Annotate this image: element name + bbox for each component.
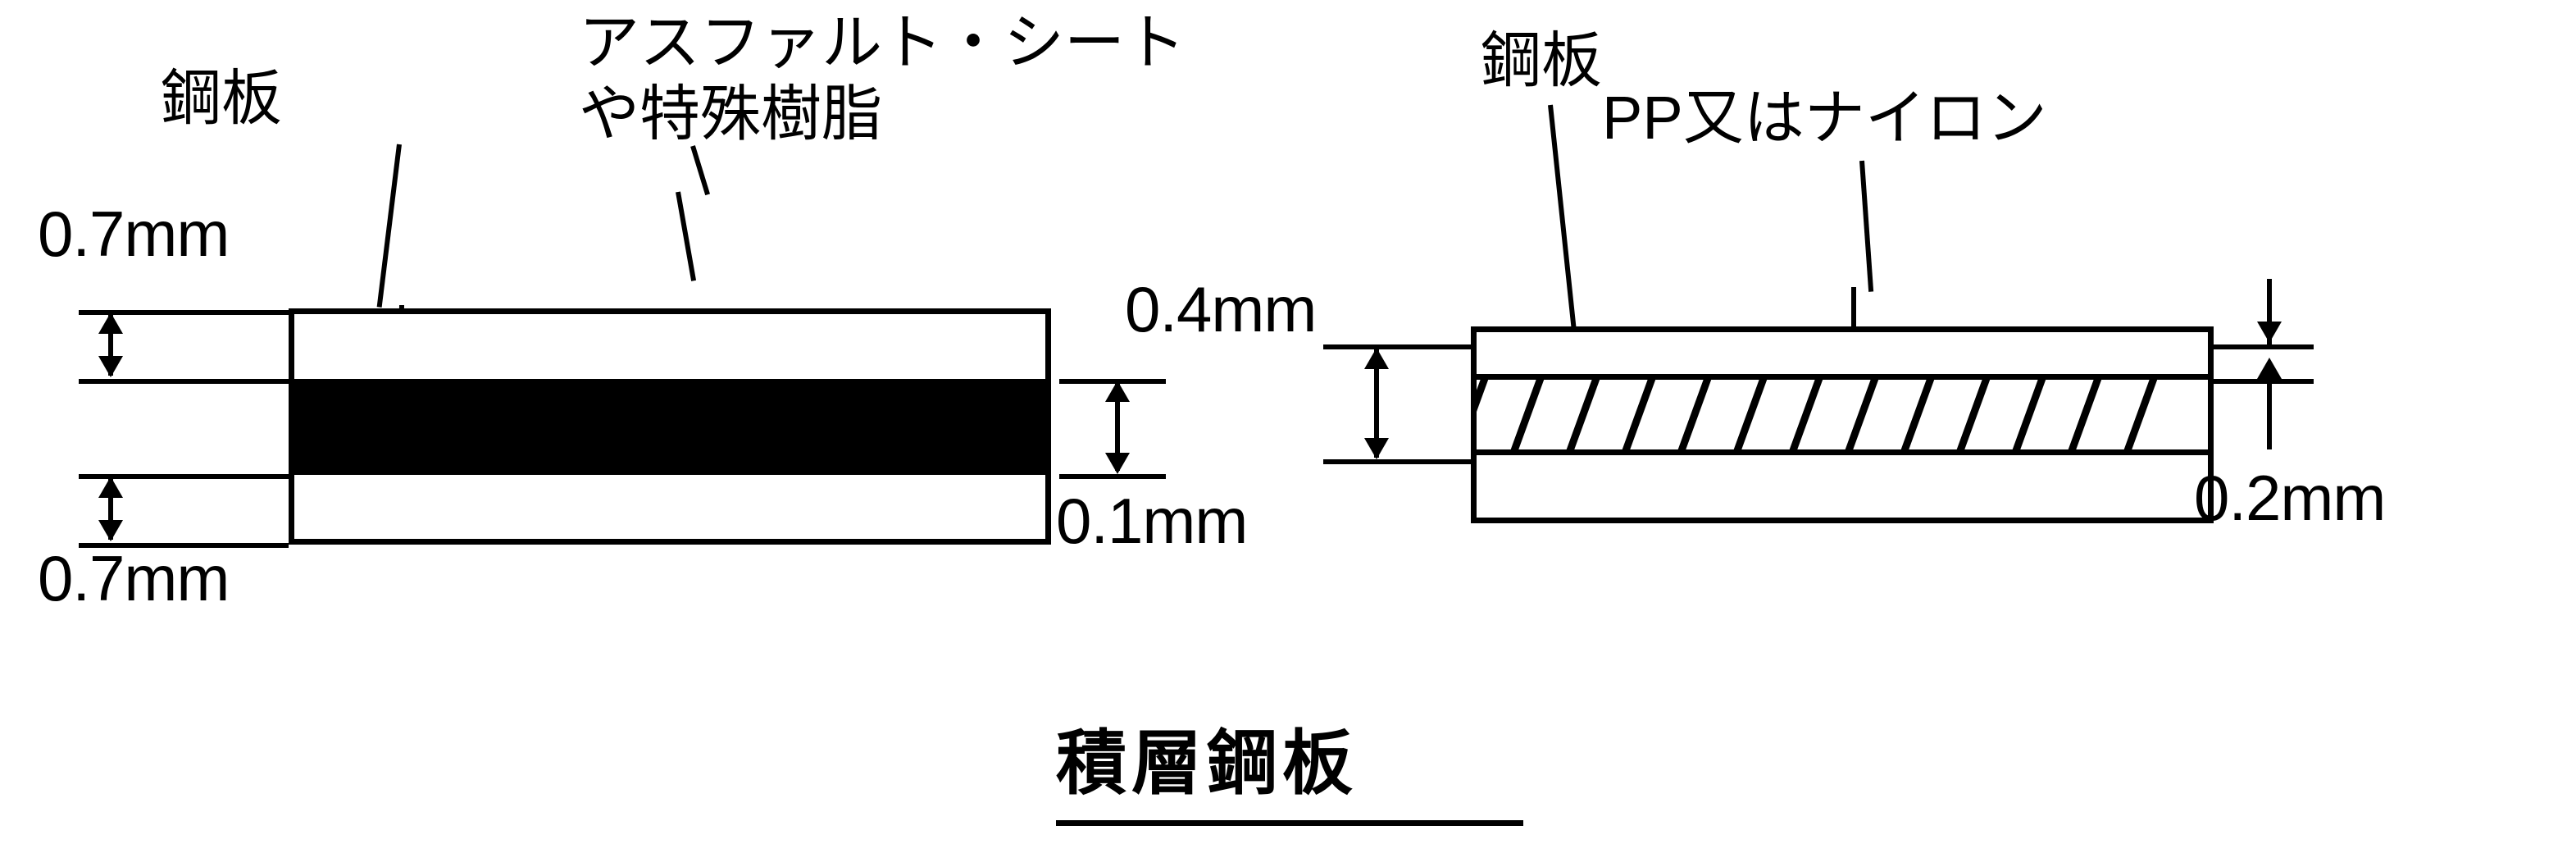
right-core-dimension-arrow-up — [2257, 358, 2282, 379]
figure-title-underline — [1056, 820, 1523, 826]
left-top-dimension-label: 0.7mm — [38, 198, 230, 270]
right-core-callout-label: PP又はナイロン — [1602, 84, 2047, 152]
left-top-dimension-arrow-down — [98, 356, 123, 377]
right-top-dimension-arrow-down — [1364, 438, 1389, 459]
left-steel-plate-callout-label: 鋼板 — [161, 64, 282, 132]
right-steel-plate-leader-line — [1548, 104, 1578, 342]
right-layer-pp-nylon-core — [1477, 380, 2208, 455]
right-core-extension-tick-lower — [2214, 379, 2314, 384]
left-core-dimension-arrow-down — [1105, 453, 1130, 474]
left-bottom-dimension-arrow-down — [98, 520, 123, 541]
right-layer-top-steel-plate — [1477, 332, 2208, 380]
left-core-extension-tick-lower — [1059, 474, 1166, 479]
left-layer-top-steel-plate — [294, 314, 1045, 385]
left-steel-plate-leader-line — [376, 144, 402, 308]
left-core-dimension-line — [1115, 382, 1120, 471]
left-core-dimension-label: 0.1mm — [1056, 485, 1248, 557]
right-core-extension-tick-upper — [2214, 344, 2314, 349]
right-core-dimension-line-upper — [2267, 279, 2272, 348]
right-layer-bottom-steel-plate — [1477, 455, 2208, 518]
left-core-callout-label-line1: アスファルト・シート — [579, 8, 1186, 76]
left-bottom-extension-tick-upper — [79, 474, 289, 479]
right-core-leader-line-upper — [1859, 160, 1874, 292]
left-bottom-dimension-arrow-up — [98, 477, 123, 498]
left-core-callout-label-line2: や特殊樹脂 — [579, 80, 882, 148]
right-core-dimension-arrow-down — [2257, 322, 2282, 343]
left-top-extension-tick-lower — [79, 379, 289, 384]
left-top-dimension-line — [108, 315, 113, 376]
left-bottom-extension-tick-lower — [79, 543, 289, 548]
left-top-extension-tick-upper — [79, 310, 289, 315]
right-top-dimension-label: 0.4mm — [1125, 273, 1317, 345]
figure-title: 積層鋼板 — [1056, 724, 1358, 803]
left-bottom-dimension-line — [108, 479, 113, 540]
left-core-dimension-arrow-up — [1105, 381, 1130, 402]
right-top-extension-tick-lower — [1323, 459, 1553, 464]
right-steel-plate-callout-label: 鋼板 — [1481, 26, 1602, 94]
left-top-dimension-arrow-up — [98, 312, 123, 334]
right-top-dimension-line — [1374, 349, 1379, 458]
left-bottom-dimension-label: 0.7mm — [38, 542, 230, 614]
left-core-leader-line-upper — [690, 145, 710, 196]
left-layer-stack — [289, 308, 1051, 545]
left-layer-bottom-steel-plate — [294, 475, 1045, 539]
right-core-dimension-label: 0.2mm — [2194, 462, 2386, 534]
left-core-leader-line-lower — [676, 191, 697, 281]
left-layer-asphalt-core — [294, 385, 1045, 475]
right-top-extension-tick-upper — [1323, 344, 1553, 349]
right-layer-stack — [1471, 326, 2214, 523]
right-core-dimension-line-lower — [2267, 379, 2272, 449]
right-top-dimension-arrow-up — [1364, 348, 1389, 369]
